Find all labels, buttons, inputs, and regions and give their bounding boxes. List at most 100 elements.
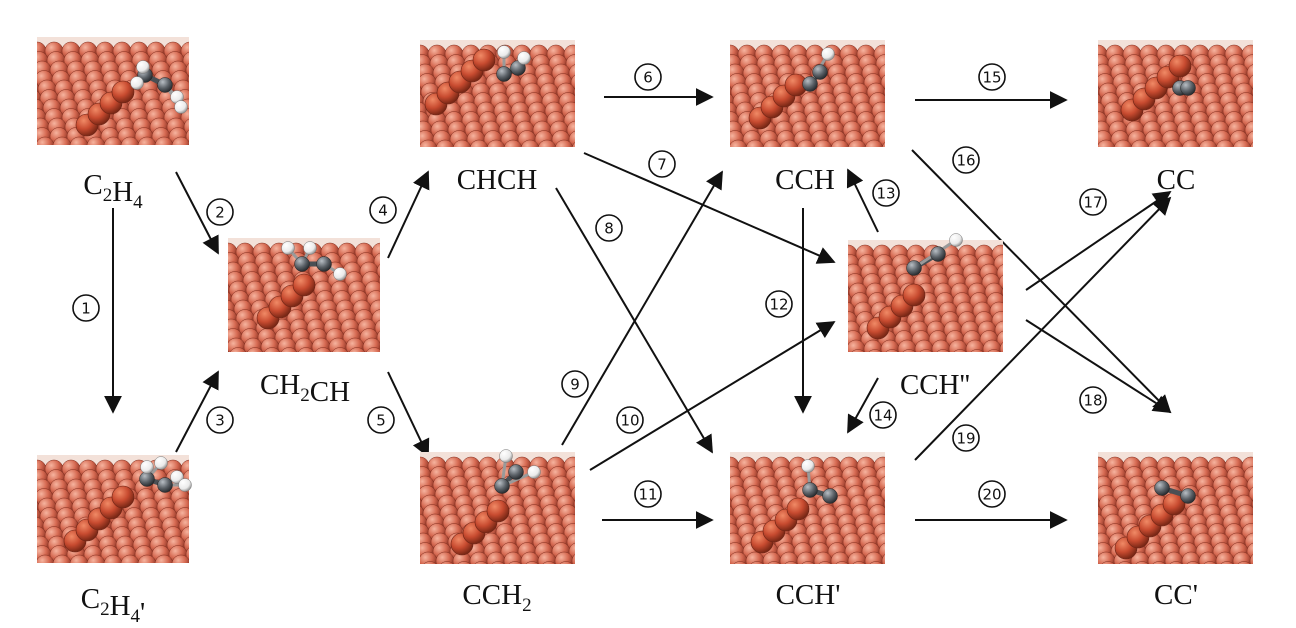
step-number-circle: [765, 290, 793, 318]
structure-c2h4p: [37, 455, 192, 563]
step-number-4: 4: [369, 196, 397, 224]
carbon-atom: [316, 256, 332, 272]
species-label-cchpp: CCH'': [900, 369, 970, 401]
step-number-text: 15: [982, 69, 1001, 87]
step-number-circle: [648, 150, 676, 178]
step-number-text: 8: [604, 220, 614, 238]
step-number-text: 10: [620, 412, 639, 430]
adsorbate-molecule: [281, 241, 347, 281]
hydrogen-atom: [821, 47, 835, 61]
step-number-circle: [595, 214, 623, 242]
step-number-text: 19: [956, 430, 975, 448]
step-number-circle: [206, 406, 234, 434]
step-number-circle: [616, 406, 644, 434]
hydrogen-atom: [178, 478, 192, 492]
step-number-circle: [634, 480, 662, 508]
hydrogen-atom: [333, 267, 347, 281]
adsorbate-molecule: [139, 456, 192, 493]
step-number-text: 7: [657, 156, 667, 174]
step-number-9: 9: [561, 370, 589, 398]
structure-cc: [1098, 40, 1253, 147]
structure-ccp: [1098, 452, 1253, 564]
carbon-atom: [1180, 80, 1196, 96]
reaction-arrow-step-3: [175, 370, 219, 453]
step-number-10: 10: [616, 406, 644, 434]
step-number-text: 5: [376, 412, 386, 430]
copper-surface: [228, 238, 380, 352]
step-number-5: 5: [367, 406, 395, 434]
step-number-circle: [869, 401, 897, 429]
step-number-12: 12: [765, 290, 793, 318]
copper-surface: [1098, 452, 1253, 564]
step-number-text: 14: [873, 407, 892, 425]
reaction-arrow-step-7: [583, 152, 836, 264]
step-number-text: 18: [1083, 392, 1102, 410]
adsorbate-molecule: [496, 45, 531, 82]
step-number-text: 4: [378, 202, 388, 220]
hydrogen-atom: [130, 76, 144, 90]
step-number-text: 1: [81, 300, 91, 318]
step-number-19: 19: [952, 424, 980, 452]
step-number-1: 1: [72, 294, 100, 322]
reaction-arrow-step-13: [846, 168, 879, 233]
species-label-cchp: CCH': [776, 579, 841, 611]
step-number-3: 3: [206, 406, 234, 434]
hydrogen-atom: [497, 45, 511, 59]
structure-ch2ch: [228, 238, 380, 352]
hydrogen-atom: [517, 51, 531, 65]
adsorbate-molecule: [801, 459, 838, 504]
adsorbate-molecule: [494, 449, 541, 494]
carbon-atom: [802, 76, 818, 92]
copper-surface: [730, 40, 885, 147]
step-number-circle: [978, 63, 1006, 91]
carbon-atom: [1180, 488, 1196, 504]
step-number-text: 20: [982, 486, 1001, 504]
step-number-text: 11: [638, 486, 657, 504]
reaction-arrow-step-4: [387, 170, 430, 259]
step-number-8: 8: [595, 214, 623, 242]
step-number-circle: [872, 179, 900, 207]
adsorbate-molecule: [1154, 480, 1196, 504]
reaction-arrow-step-17: [1025, 190, 1172, 291]
species-label-cch: CCH: [775, 164, 835, 196]
step-number-circle: [72, 294, 100, 322]
reaction-arrow-step-2: [175, 171, 219, 255]
carbon-atom: [508, 464, 524, 480]
adsorbate-molecule: [802, 47, 835, 92]
step-number-circle: [952, 424, 980, 452]
step-number-circle: [1079, 386, 1107, 414]
step-number-circle: [978, 480, 1006, 508]
structure-chch: [420, 40, 575, 147]
carbon-atom: [812, 64, 828, 80]
hydrogen-atom: [303, 241, 317, 255]
hydrogen-atom: [527, 465, 541, 479]
reaction-arrow-step-9: [561, 170, 723, 446]
hydrogen-atom: [281, 241, 295, 255]
hydrogen-atom: [136, 60, 150, 74]
structure-c2h4: [37, 37, 189, 145]
hydrogen-atom: [154, 456, 168, 470]
copper-surface: [730, 452, 885, 564]
step-number-circle: [367, 406, 395, 434]
step-number-circle: [1079, 188, 1107, 216]
carbon-atom: [930, 246, 946, 262]
carbon-atom: [802, 482, 818, 498]
adsorbate-molecule: [130, 60, 188, 114]
carbon-atom: [822, 488, 838, 504]
copper-surface: [848, 240, 1003, 352]
carbon-atom: [496, 66, 512, 82]
reaction-arrow-step-14: [847, 377, 879, 434]
structures-layer: [37, 37, 1253, 564]
step-number-16: 16: [952, 146, 980, 174]
reaction-arrow-step-5: [387, 371, 430, 458]
hydrogen-atom: [140, 460, 154, 474]
copper-surface: [37, 37, 189, 145]
species-label-c2h4p: C2H4': [81, 583, 146, 628]
species-label-ccp: CC': [1154, 579, 1198, 611]
reaction-arrow-step-10: [589, 321, 836, 471]
species-label-cch2: CCH2: [462, 579, 531, 616]
arrows-layer: [104, 88, 1172, 529]
